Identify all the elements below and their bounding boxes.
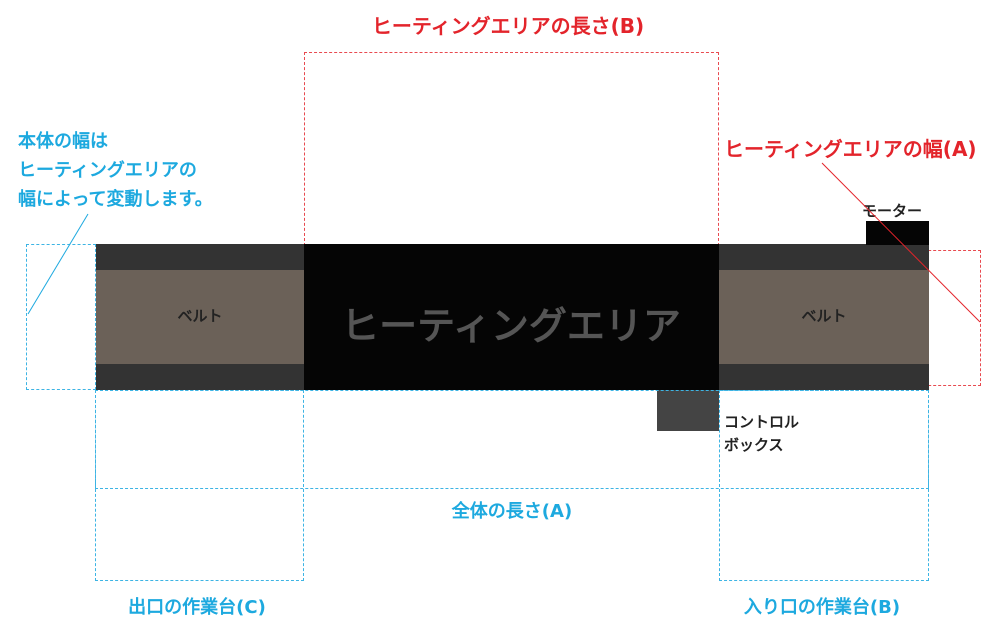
left-belt-label: ベルト bbox=[177, 307, 223, 325]
right-belt-label: ベルト bbox=[801, 307, 847, 325]
motor-block bbox=[866, 221, 929, 245]
control-box-label-line-1: コントロル bbox=[724, 413, 800, 431]
heating-width-label: ヒーティングエリアの幅(A) bbox=[724, 137, 977, 161]
entry-table-region bbox=[719, 390, 929, 581]
exit-table-region bbox=[95, 390, 304, 581]
left-belt-top-rail bbox=[96, 244, 304, 270]
body-width-note-line-2: ヒーティングエリアの bbox=[18, 160, 197, 181]
body-width-note-line-1: 本体の幅は bbox=[18, 131, 108, 152]
body-width-note-line-3: 幅によって変動します。 bbox=[18, 189, 213, 210]
body-width-region bbox=[26, 244, 96, 390]
heating-length-region bbox=[304, 52, 719, 246]
entry-table-label: 入り口の作業台(B) bbox=[743, 597, 901, 618]
heating-area-label: ヒーティングエリア bbox=[341, 304, 681, 348]
motor-label: モーター bbox=[862, 202, 923, 220]
total-length-label: 全体の長さ(A) bbox=[451, 501, 573, 522]
heating-area bbox=[304, 244, 719, 390]
right-belt-top-rail bbox=[719, 244, 929, 270]
left-belt-bottom-rail bbox=[96, 364, 304, 390]
right-belt-bottom-rail bbox=[719, 364, 929, 390]
control-box bbox=[657, 390, 719, 431]
heating-length-label: ヒーティングエリアの長さ(B) bbox=[371, 14, 645, 38]
exit-table-label: 出口の作業台(C) bbox=[128, 597, 266, 618]
control-box-label-line-2: ボックス bbox=[724, 436, 784, 454]
left-belt-band bbox=[96, 270, 304, 364]
